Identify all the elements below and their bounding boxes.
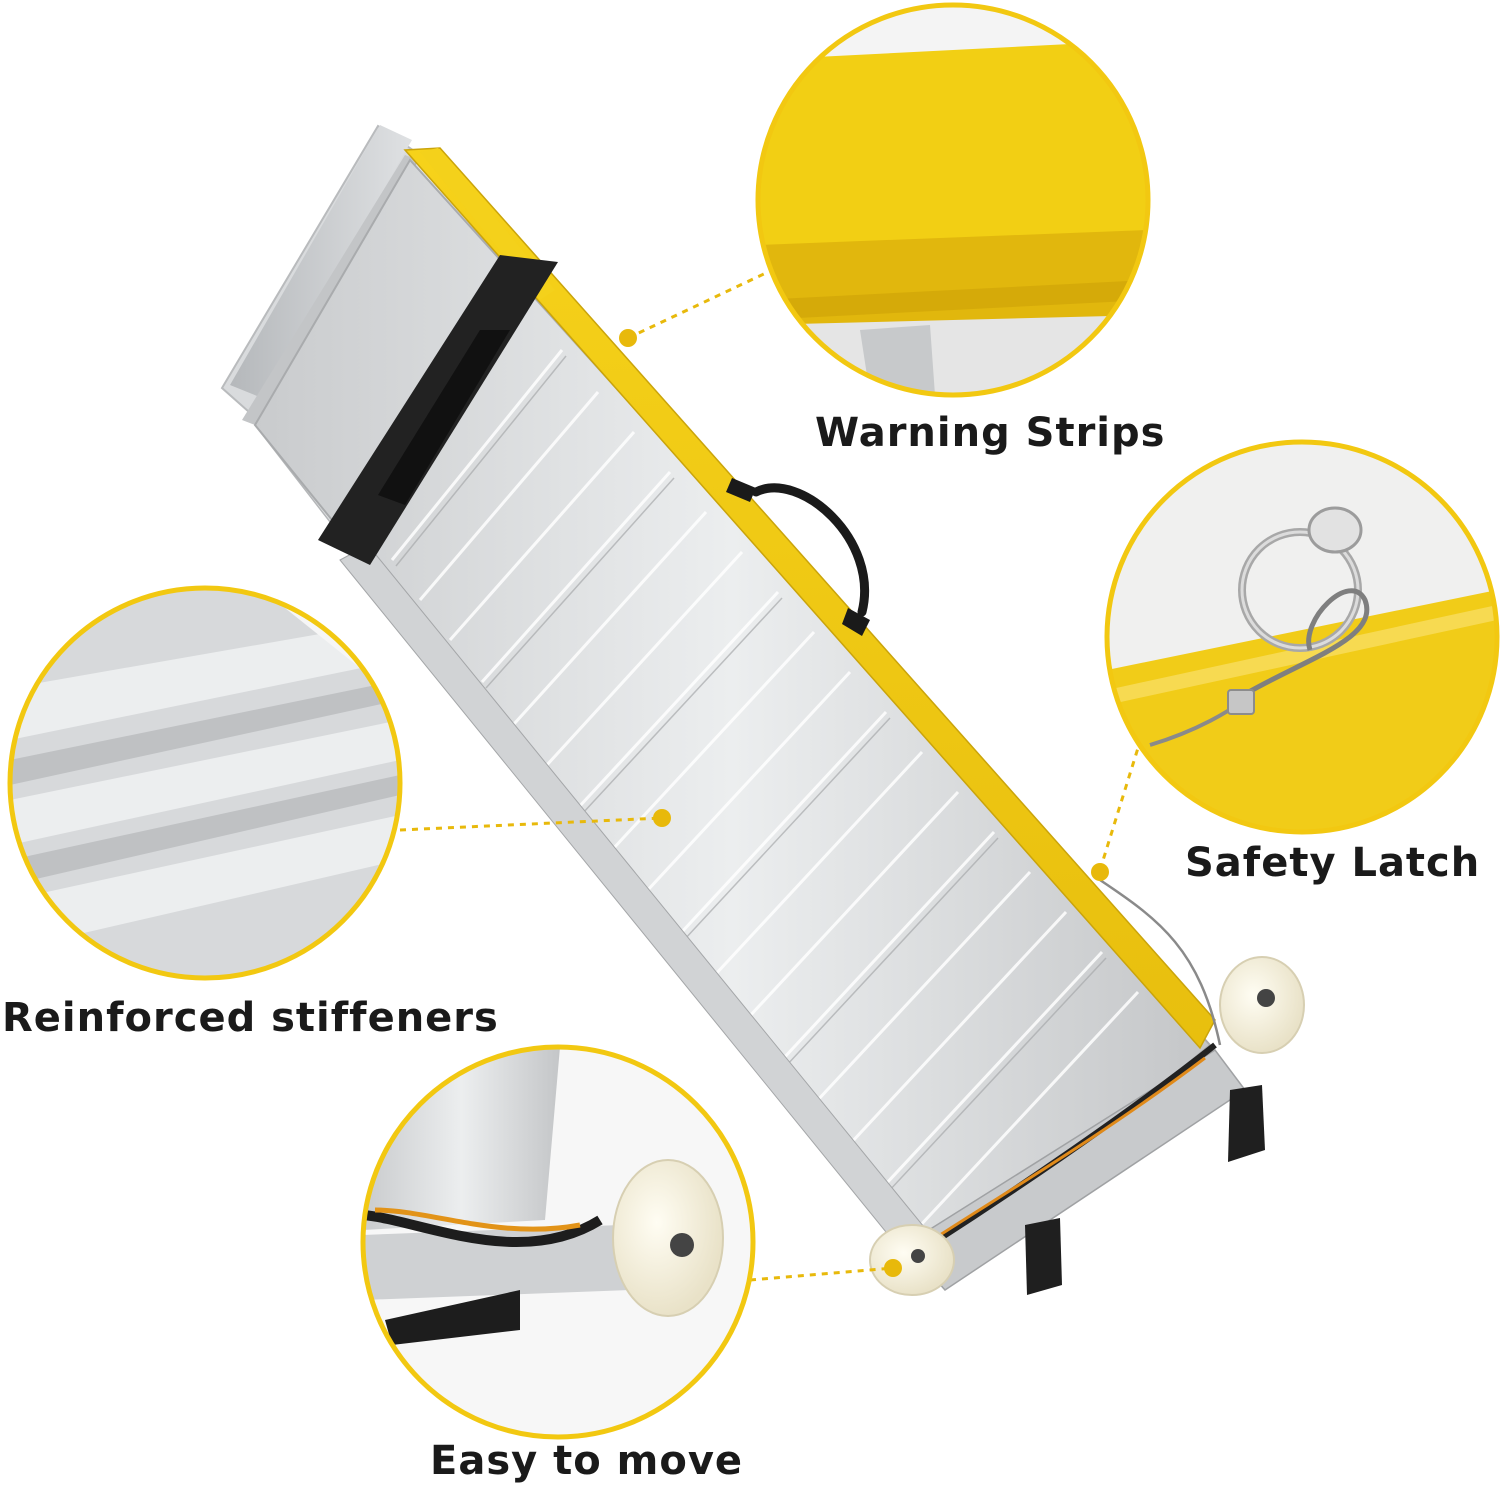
easy-to-move-detail — [360, 1044, 756, 1440]
leader-dots — [619, 329, 1109, 1277]
warning-strips-label: Warning Strips — [815, 410, 1166, 456]
carry-handle-icon — [726, 478, 870, 636]
easy-to-move-label: Easy to move — [430, 1438, 744, 1484]
safety-latch-detail — [1104, 439, 1500, 835]
reinforced-stiffeners-label: Reinforced stiffeners — [2, 995, 499, 1041]
ramp-photo — [220, 124, 1305, 1296]
reinforced-stiffeners-detail — [7, 585, 403, 981]
safety-latch-label: Safety Latch — [1185, 840, 1481, 886]
leader-lines — [399, 270, 1140, 1282]
ring-pin-icon — [1149, 506, 1370, 747]
deck-slats — [390, 349, 1140, 1230]
wheel-icon — [869, 956, 1305, 1296]
warning-strips-detail — [755, 2, 1151, 398]
